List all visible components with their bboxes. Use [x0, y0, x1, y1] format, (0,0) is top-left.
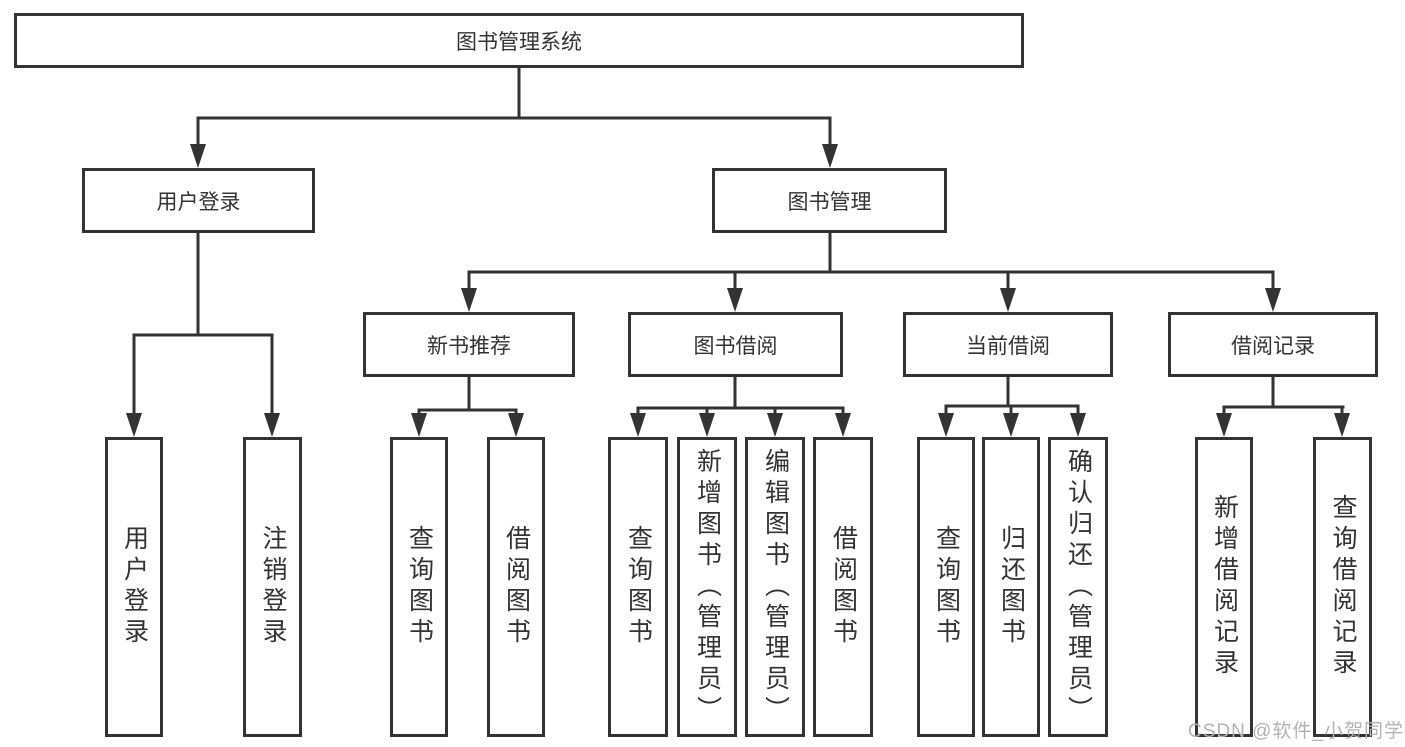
leaf-label: 用户登录 — [120, 525, 149, 649]
connector-book-management-branch — [461, 233, 1281, 312]
leaf-borrow-books-recommend: 借阅图书 — [487, 437, 545, 737]
node-label: 借阅记录 — [1231, 334, 1315, 358]
node-label: 新书推荐 — [427, 334, 511, 358]
leaf-confirm-return-admin: 确认归还（管理员） — [1048, 437, 1108, 737]
leaf-label: 确认归还（管理员） — [1064, 447, 1093, 727]
node-current-borrow: 当前借阅 — [903, 312, 1113, 377]
leaf-label: 查询借阅记录 — [1329, 494, 1357, 680]
node-label: 图书管理系统 — [456, 30, 582, 54]
leaf-label: 查询图书 — [932, 525, 961, 649]
node-book-borrow: 图书借阅 — [628, 312, 843, 377]
leaf-label: 借阅图书 — [502, 525, 531, 649]
leaf-borrow-books: 借阅图书 — [813, 437, 873, 737]
leaf-return-books: 归还图书 — [982, 437, 1040, 737]
connector-current-borrow-branch — [938, 377, 1086, 437]
node-borrow-records: 借阅记录 — [1168, 312, 1378, 377]
connector-user-login-branch — [126, 233, 280, 437]
leaf-edit-book-admin: 编辑图书（管理员） — [745, 437, 805, 737]
leaf-label: 新增借阅记录 — [1210, 494, 1239, 680]
leaf-label: 注销登录 — [259, 525, 287, 649]
leaf-label: 借阅图书 — [829, 525, 858, 649]
node-label: 图书借阅 — [693, 334, 778, 358]
connector-root-branch — [190, 68, 838, 168]
node-library-management-system: 图书管理系统 — [14, 13, 1024, 68]
node-label: 当前借阅 — [966, 334, 1050, 358]
leaf-query-books-current: 查询图书 — [917, 437, 975, 737]
leaf-label: 归还图书 — [997, 525, 1026, 649]
connector-new-book-branch — [411, 377, 524, 437]
leaf-query-books-borrow: 查询图书 — [608, 437, 668, 737]
leaf-label: 查询图书 — [405, 525, 434, 649]
leaf-logout: 注销登录 — [243, 437, 302, 737]
node-user-login: 用户登录 — [82, 168, 315, 233]
leaf-label: 编辑图书（管理员） — [761, 447, 790, 727]
csdn-watermark: CSDN @软件_小贺同学 — [1188, 721, 1404, 742]
leaf-user-login: 用户登录 — [105, 437, 163, 737]
leaf-query-books-recommend: 查询图书 — [390, 437, 448, 737]
node-label: 用户登录 — [156, 190, 241, 214]
node-new-book-recommend: 新书推荐 — [363, 312, 575, 377]
connector-book-borrow-branch — [630, 377, 851, 437]
node-label: 图书管理 — [787, 190, 872, 214]
leaf-query-borrow-record: 查询借阅记录 — [1313, 437, 1372, 737]
leaf-add-borrow-record: 新增借阅记录 — [1195, 437, 1253, 737]
connector-borrow-record-branch — [1216, 377, 1350, 437]
node-book-management: 图书管理 — [712, 168, 947, 233]
leaf-label: 查询图书 — [624, 525, 653, 649]
leaf-add-book-admin: 新增图书（管理员） — [677, 437, 737, 737]
leaf-label: 新增图书（管理员） — [693, 447, 722, 727]
